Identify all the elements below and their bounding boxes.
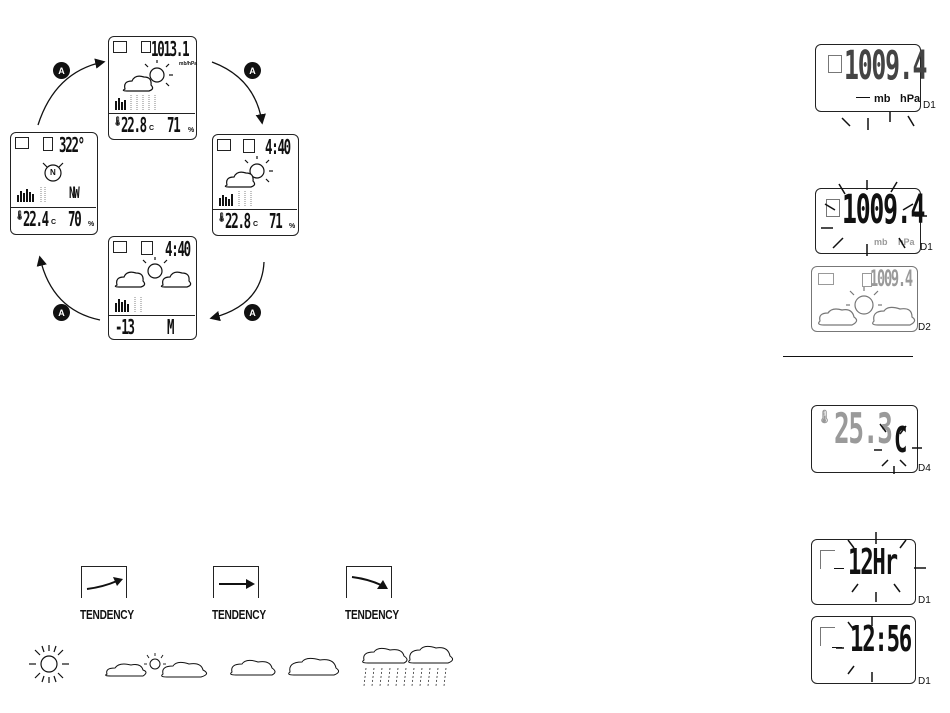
temp-unit: C — [149, 125, 154, 132]
flash-rays-icon — [818, 530, 928, 610]
history-bar-graph — [217, 189, 267, 207]
alarm-mini-icon — [141, 241, 153, 255]
ref-label: D1 — [918, 676, 931, 687]
memory-mini-icon — [141, 41, 151, 53]
temperature-readout: 22.8 — [225, 209, 250, 233]
tendency-box-falling — [346, 566, 392, 598]
tendency-label: TENDENCY — [345, 607, 399, 622]
humidity-readout: 70 — [68, 207, 80, 231]
button-a-badge: A — [53, 304, 70, 321]
unit-mb: mb — [874, 93, 891, 105]
flash-rays-icon — [805, 176, 935, 266]
temp-unit: C — [51, 219, 56, 226]
section-divider — [783, 356, 913, 357]
ref-label: D1 — [918, 595, 931, 606]
rainy-icon — [360, 646, 455, 688]
cloudy-icon — [228, 654, 343, 682]
thermometer-icon: 🌡 — [816, 410, 833, 425]
humidity-readout: 71 — [167, 113, 179, 137]
memory-mini-icon — [828, 55, 842, 73]
tendency-mini-icon — [113, 41, 127, 53]
ref-label: D1 — [920, 242, 933, 253]
history-bar-graph — [113, 295, 163, 313]
lcd-screen-wind: 322° N NW 🌡 22.4 C 70 % — [10, 132, 98, 235]
wind-direction-degrees: 322° — [59, 133, 84, 157]
sunny-icon — [25, 642, 75, 688]
humidity-unit: % — [88, 221, 94, 228]
compass-label: N — [50, 168, 56, 177]
temp-unit: C — [253, 221, 258, 228]
history-bar-graph — [15, 185, 65, 203]
alarm-mini-icon — [43, 137, 53, 151]
temperature-readout: 22.4 — [23, 207, 48, 231]
altitude-readout: -13 — [115, 315, 134, 339]
pressure-readout: 1009.4 — [844, 43, 926, 89]
flash-rays-icon — [838, 108, 918, 132]
partly-cloudy-icon — [111, 257, 195, 297]
lcd-screen-altitude: 4:40 -13 M — [108, 236, 197, 340]
pressure-readout: 1013.1 — [151, 37, 188, 61]
lcd-screen-time-weather: 4:40 🌡 22.8 C 71 % — [212, 134, 299, 236]
humidity-readout: 71 — [269, 209, 281, 233]
alarm-mini-icon — [243, 139, 255, 153]
altitude-unit: M — [167, 315, 173, 339]
lcd-panel-pressure-set: 1009.4 mb hPa — [815, 44, 921, 112]
button-a-badge: A — [244, 304, 261, 321]
pressure-unit: mb/hPa — [179, 61, 197, 67]
ref-label: D4 — [918, 463, 931, 474]
tendency-mini-icon — [113, 241, 127, 253]
tendency-mini-icon — [15, 137, 29, 149]
tendency-box-rising — [81, 566, 127, 598]
falling-arrow-icon — [352, 573, 392, 593]
ref-label: D2 — [918, 322, 931, 333]
tendency-box-steady — [213, 566, 259, 598]
button-a-badge: A — [244, 62, 261, 79]
ref-label: D1 — [923, 100, 936, 111]
lcd-panel-weather-dim: 1009.4 — [811, 266, 918, 332]
lcd-screen-pressure: 1013.1 mb/hPa 🌡 22.8 C 71 % — [108, 36, 197, 140]
tendency-mini-icon — [217, 139, 231, 151]
unit-hpa: hPa — [900, 93, 920, 105]
partly-cloudy-icon — [103, 652, 213, 686]
rising-arrow-icon — [87, 575, 127, 595]
flash-rays-icon — [828, 608, 918, 688]
tendency-label: TENDENCY — [212, 607, 266, 622]
tendency-label: TENDENCY — [80, 607, 134, 622]
tendency-mini-icon — [818, 273, 834, 285]
history-bar-graph — [113, 93, 163, 111]
steady-arrow-icon — [219, 575, 259, 595]
button-a-badge: A — [53, 62, 70, 79]
partly-cloudy-icon — [816, 287, 916, 331]
wind-direction-text: NW — [69, 183, 78, 202]
humidity-unit: % — [188, 127, 194, 134]
humidity-unit: % — [289, 223, 295, 230]
temperature-readout: 22.8 — [121, 113, 146, 137]
